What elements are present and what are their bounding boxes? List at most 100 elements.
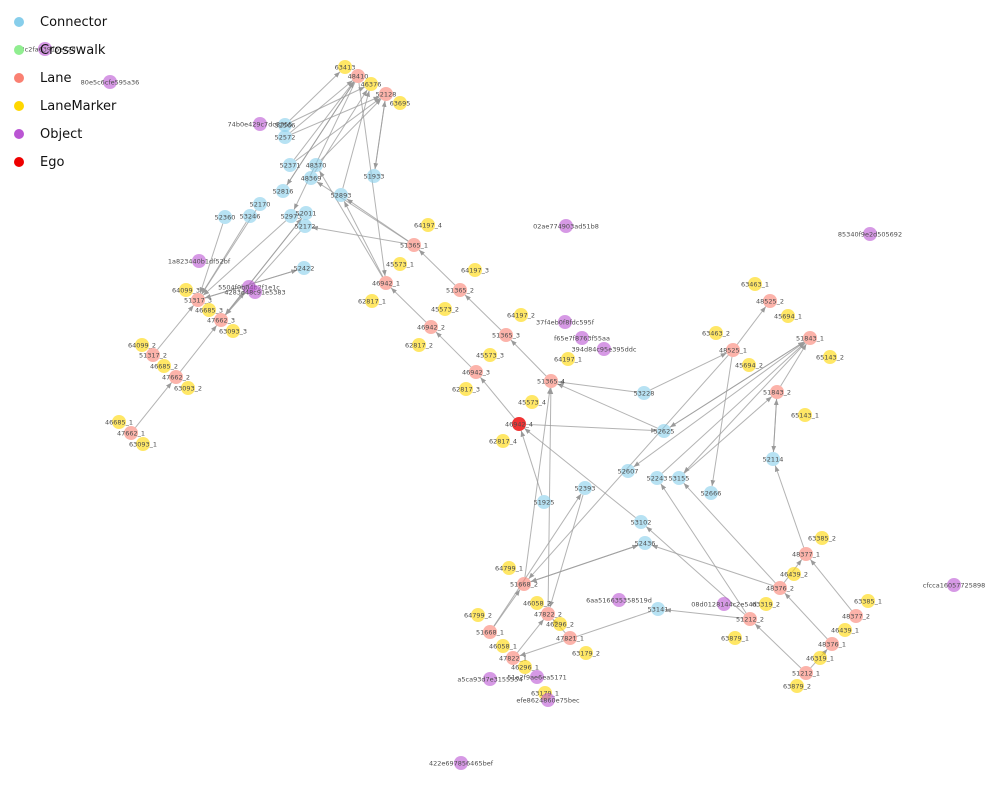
node-lane: 46942_3 [462,365,490,379]
node-lanemarker: 46376 [361,77,381,91]
node-label: 63179_1 [531,689,559,697]
node-connector: 52360 [215,210,235,224]
node-label: 62817_2 [405,341,433,349]
edge [291,96,380,135]
node-label: 48410 [348,72,369,80]
node-marker [135,338,149,352]
lane-dot-icon [14,73,24,83]
node-marker [471,608,485,622]
edge [660,483,747,614]
node-label: 46296_2 [546,620,574,628]
edge [510,339,547,377]
node-lanemarker: 63385_1 [854,594,882,608]
node-marker [799,666,813,680]
node-connector: 53155 [669,471,689,485]
node-object: 4283d48c91e5383 [224,285,286,299]
node-marker [537,495,551,509]
node-connector: 52893 [331,188,351,202]
node-label: 64099_2 [128,341,156,349]
edge [464,294,502,331]
node-label: 46942_3 [462,368,490,376]
legend-label: Connector [40,14,108,30]
node-connector: 52172 [295,219,315,233]
edge [664,608,744,619]
node-label: 46685_3 [195,306,223,314]
edge [134,382,173,428]
node-marker [823,350,837,364]
node-label: 52625 [654,427,675,435]
node-connector: 52666 [701,486,721,500]
edge [390,287,427,323]
node-lanemarker: 63879_2 [783,679,811,693]
node-lanemarker: 45573_4 [518,395,546,409]
node-label: 52436 [635,539,656,547]
node-lanemarker: 46685_3 [195,303,223,317]
edge [480,377,515,419]
node-object: f65e7f8763f55aa [554,331,610,345]
node-label: 63093_3 [219,327,247,335]
node-label: 52114 [763,455,784,463]
node-lanemarker: 64799_1 [495,561,523,575]
legend-item-crosswalk: Crosswalk [14,36,116,64]
node-marker [379,276,393,290]
node-lanemarker: 46685_1 [105,415,133,429]
edge [651,544,774,587]
node-label: 45694_2 [735,361,763,369]
node-marker [226,324,240,338]
node-label: 63879_2 [783,682,811,690]
node-marker [146,348,160,362]
node-marker [742,358,756,372]
node-marker [813,651,827,665]
edge [311,225,408,245]
node-connector: 52973 [281,209,302,223]
node-label: 47822_2 [534,610,562,618]
node-connector: 52393 [575,481,595,495]
node-lanemarker: 45573_1 [386,257,414,271]
node-marker [248,285,262,299]
node-marker [468,263,482,277]
node-marker [124,426,138,440]
node-connector: 52371 [280,158,300,172]
object-dot-icon [14,129,24,139]
edge [633,341,805,468]
node-label: 51925 [534,498,555,506]
node-lane: 47821_1 [556,631,584,645]
node-label: 51365_3 [492,331,520,339]
node-marker [825,637,839,651]
node-marker [518,660,532,674]
node-marker [243,209,257,223]
node-marker [838,623,852,637]
node-object: 80e5c6cfe595a36 [81,75,139,89]
node-label: 02ae774903ad51b8 [533,222,599,230]
node-connector: 53246 [240,209,260,223]
node-label: 52170 [250,200,271,208]
node-connector: 53228 [634,386,654,400]
node-lanemarker: 64099_3 [172,283,200,297]
node-lanemarker: 64197_2 [507,308,535,322]
edge [493,493,582,627]
node-lanemarker: 63093_1 [129,437,157,451]
edge [293,82,356,210]
node-marker [421,218,435,232]
edge [774,465,805,548]
edge [547,387,554,608]
edge [519,610,652,657]
node-marker [530,596,544,610]
node-lane: 52128 [376,87,396,101]
node-label: f65e7f8763f55aa [554,334,610,342]
edge [293,81,355,160]
legend-item-connector: Connector [14,8,116,36]
node-label: 64197_4 [414,221,442,229]
node-marker [709,326,723,340]
ego-dot-icon [14,157,24,167]
legend-label: LaneMarker [40,98,117,114]
edge [202,220,287,296]
node-lane: 51668_2 [510,577,538,591]
node-label: 47821_1 [556,634,584,642]
node-label: 45694_1 [774,312,802,320]
node-marker [191,293,205,307]
node-lanemarker: 63879_1 [721,631,749,645]
node-label: 46439_1 [831,626,859,634]
node-marker [367,169,381,183]
node-label: 52973 [281,212,302,220]
